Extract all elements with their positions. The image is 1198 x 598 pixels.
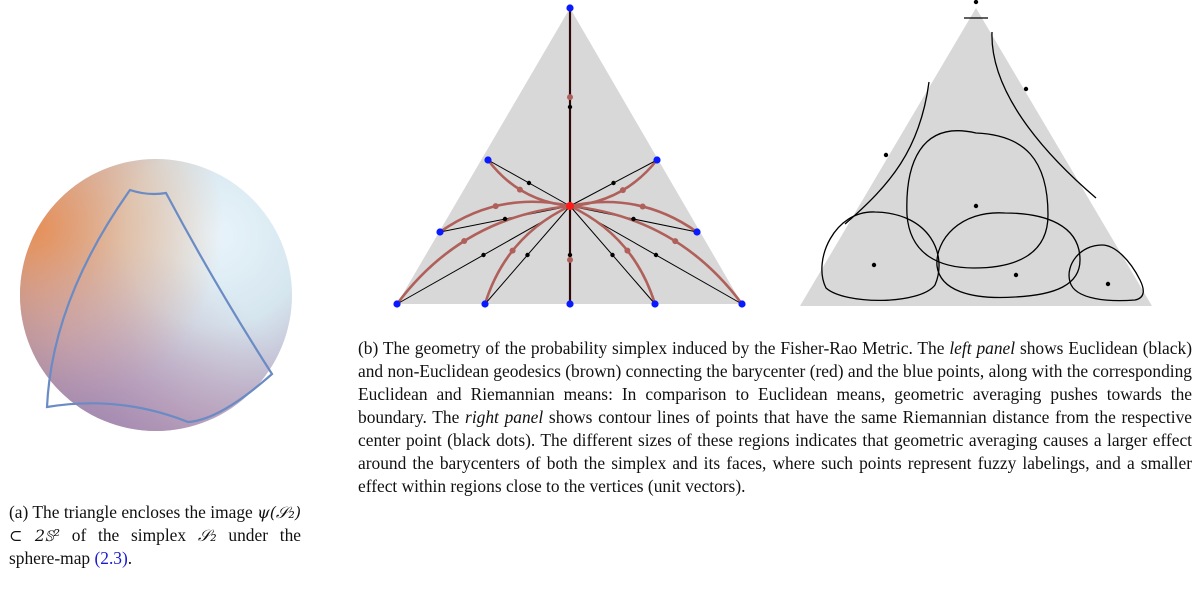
riemannian-mean-point	[624, 247, 631, 254]
blue-point	[436, 228, 444, 236]
caption-b-text-1: The geometry of the probability simplex …	[382, 338, 950, 358]
caption-a-math-simplex: 𝒮₂	[197, 526, 217, 545]
caption-a-end: .	[127, 548, 133, 568]
caption-a-math-image: ψ(𝒮₂) ⊂ 2𝕊²	[9, 503, 301, 545]
geodesic-curve	[569, 204, 657, 305]
sphere-map-figure	[20, 159, 292, 431]
caption-a-text-3: under the sphere-map	[9, 525, 301, 568]
riemannian-mean-point	[619, 187, 626, 194]
euclidean-mean-point	[611, 180, 616, 186]
caption-b-label: (b)	[358, 338, 379, 358]
center-dot	[1023, 86, 1029, 92]
simplex-triangle	[800, 8, 1152, 306]
simplex-contour-panel	[800, 0, 1152, 306]
contour-bottom-center	[936, 212, 1081, 299]
geodesic-curve	[483, 204, 571, 305]
caption-b-right-panel: right panel	[465, 407, 544, 427]
blue-point	[484, 156, 492, 164]
center-dot	[973, 0, 979, 5]
caption-b: (b) The geometry of the probability simp…	[358, 337, 1192, 498]
blue-point	[566, 300, 574, 308]
spherical-triangle-outline	[45, 188, 274, 424]
points	[393, 4, 746, 308]
sphere-lower-shading	[20, 159, 292, 431]
riemannian-mean-point	[492, 203, 499, 210]
riemannian-mean-point	[567, 94, 573, 101]
caption-a-label: (a)	[9, 502, 29, 522]
euclidean-mean-point	[653, 252, 659, 258]
caption-a: (a) The triangle encloses the image ψ(𝒮₂…	[9, 501, 301, 570]
center-dot	[973, 203, 979, 209]
riemannian-mean-point	[639, 203, 646, 210]
riemannian-mean-point	[516, 186, 523, 193]
geodesic-curve	[439, 200, 571, 234]
contour-top-left	[844, 81, 930, 225]
caption-b-text-3: shows contour lines of points that have …	[358, 407, 1192, 496]
center-dot	[1105, 281, 1111, 287]
geodesic-curve	[569, 204, 744, 305]
euclidean-mean-point	[525, 252, 530, 258]
blue-point	[693, 228, 701, 236]
euclidean-mean-point	[631, 216, 636, 222]
center-dot	[883, 152, 889, 158]
euclidean-mean-point	[567, 104, 573, 110]
riemannian-mean-point	[567, 256, 573, 263]
riemannian-mean-point	[509, 247, 516, 254]
caption-a-text-1: The triangle encloses the image	[32, 502, 258, 522]
blue-point	[393, 300, 401, 308]
euclidean-mean-point	[526, 180, 532, 186]
blue-point	[566, 4, 574, 12]
blue-point	[651, 300, 659, 308]
caption-b-left-panel: left panel	[949, 338, 1016, 358]
euclidean-mean-point	[567, 252, 573, 258]
euclidean-mean-point	[481, 252, 486, 258]
geodesic-curve	[569, 200, 698, 234]
blue-point	[653, 156, 661, 164]
geodesic-curve	[395, 204, 571, 305]
simplex-geodesics-panel	[393, 4, 746, 308]
contour-center	[906, 130, 1049, 269]
contour-left	[821, 211, 940, 302]
caption-a-text-2: of the simplex	[60, 525, 198, 545]
blue-point	[738, 300, 746, 308]
euclidean-mean-point	[610, 252, 615, 258]
euclidean-mean-point	[502, 216, 508, 222]
barycenter-point	[566, 202, 574, 210]
contour-top-right	[991, 31, 1097, 199]
blue-point	[481, 300, 489, 308]
center-dot	[871, 262, 877, 268]
riemannian-mean-point	[461, 238, 468, 245]
contour-bottom-right	[1068, 244, 1144, 302]
caption-b-text-2: shows Euclidean (black) and non-Euclidea…	[358, 338, 1192, 427]
riemannian-mean-point	[672, 238, 679, 245]
equation-ref-link[interactable]: (2.3)	[94, 548, 128, 568]
center-dot	[1013, 272, 1019, 278]
